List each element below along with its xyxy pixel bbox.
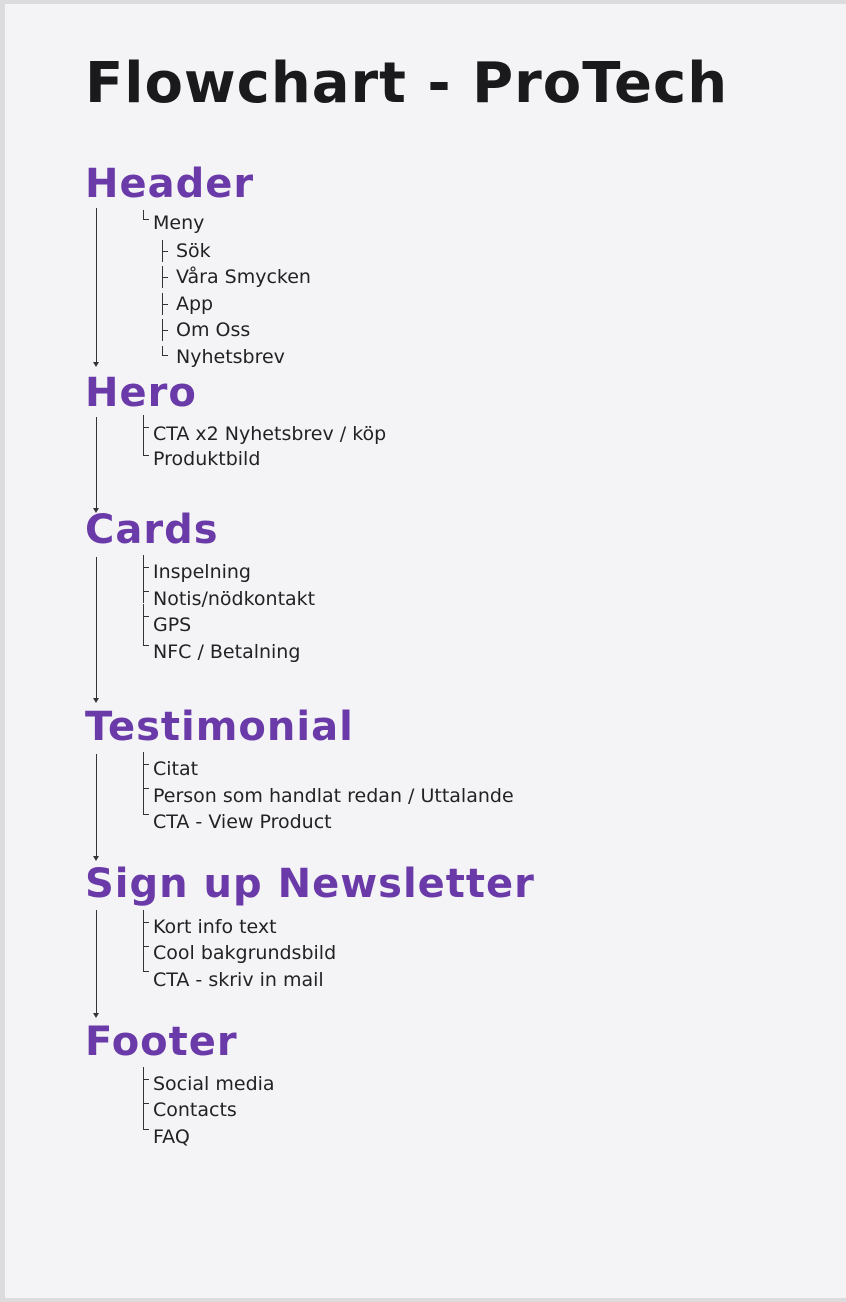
- page-title: Flowchart - ProTech: [85, 51, 729, 116]
- branch-connector: [143, 1067, 149, 1091]
- branch-connector: [143, 555, 149, 579]
- list-item: NFC / Betalning: [153, 641, 301, 663]
- branch-connector: [162, 240, 168, 262]
- branch-connector: [143, 1115, 149, 1130]
- section-title-cards: Cards: [85, 507, 219, 553]
- list-item: Produktbild: [153, 448, 261, 470]
- sub-heading-meny: Meny: [153, 212, 205, 234]
- section-title-hero: Hero: [85, 370, 197, 416]
- branch-connector: [162, 346, 168, 356]
- list-item: FAQ: [153, 1126, 190, 1148]
- flow-arrow-head-icon: [93, 856, 99, 861]
- flow-arrow-head-icon: [93, 1013, 99, 1018]
- branch-connector: [143, 579, 149, 603]
- branch-connector: [143, 800, 149, 815]
- list-item: Kort info text: [153, 916, 277, 938]
- branch-connector: [162, 266, 168, 288]
- branch-connector: [143, 1091, 149, 1115]
- branch-connector: [143, 604, 149, 628]
- section-title-header: Header: [85, 161, 255, 207]
- list-item: Om Oss: [176, 319, 251, 341]
- list-item: Citat: [153, 758, 199, 780]
- branch-connector: [143, 628, 149, 646]
- section-title-footer: Footer: [85, 1019, 238, 1065]
- flow-arrow-line: [96, 910, 97, 1014]
- branch-connector: [143, 210, 149, 220]
- flowchart-canvas: Flowchart - ProTech Header Meny Sök Våra…: [5, 4, 846, 1298]
- list-item: Cool bakgrundsbild: [153, 942, 337, 964]
- flow-arrow-line: [96, 754, 97, 857]
- branch-connector: [143, 958, 149, 972]
- flow-arrow-line: [96, 557, 97, 699]
- list-item: App: [176, 293, 214, 315]
- branch-connector: [162, 293, 168, 315]
- list-item: Nyhetsbrev: [176, 346, 285, 368]
- section-title-sign-up-newsletter: Sign up Newsletter: [85, 861, 535, 907]
- branch-connector: [143, 439, 149, 456]
- list-item: Notis/nödkontakt: [153, 588, 316, 610]
- list-item: Contacts: [153, 1099, 237, 1121]
- list-item: GPS: [153, 614, 192, 636]
- list-item: CTA - View Product: [153, 811, 332, 833]
- branch-connector: [143, 415, 149, 439]
- branch-connector: [143, 910, 149, 934]
- flow-arrow-line: [96, 417, 97, 509]
- section-title-testimonial: Testimonial: [85, 704, 354, 750]
- branch-connector: [143, 776, 149, 800]
- flow-arrow-head-icon: [93, 698, 99, 703]
- flow-arrow-line: [96, 208, 97, 362]
- list-item: Inspelning: [153, 561, 251, 583]
- branch-connector: [143, 934, 149, 958]
- list-item: Social media: [153, 1073, 275, 1095]
- list-item: CTA x2 Nyhetsbrev / köp: [153, 423, 387, 445]
- flow-arrow-head-icon: [93, 362, 99, 367]
- list-item: Sök: [176, 240, 211, 262]
- branch-connector: [162, 319, 168, 341]
- flow-arrow-head-icon: [93, 508, 99, 513]
- list-item: CTA - skriv in mail: [153, 969, 324, 991]
- list-item: Våra Smycken: [176, 266, 311, 288]
- branch-connector: [143, 752, 149, 776]
- list-item: Person som handlat redan / Uttalande: [153, 785, 514, 807]
